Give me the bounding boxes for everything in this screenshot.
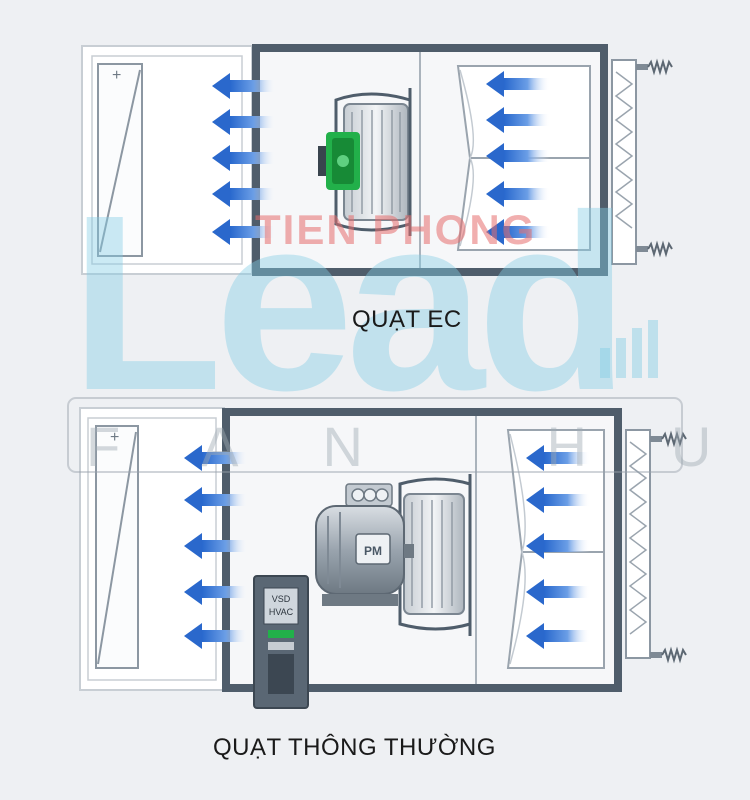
coil-plus-sign: + bbox=[110, 429, 119, 446]
vsd-label: VSD bbox=[272, 594, 291, 604]
standard-fan-unit: + bbox=[79, 407, 687, 709]
watermark-frame bbox=[67, 397, 683, 473]
pm-label: PM bbox=[364, 544, 382, 558]
hvac-label: HVAC bbox=[269, 607, 294, 617]
standard-fan-impeller bbox=[398, 474, 472, 636]
ec-fan-caption: QUẠT EC bbox=[352, 306, 462, 333]
vsd-hvac-drive: VSD HVAC bbox=[253, 575, 309, 709]
ec-fan-unit: + bbox=[81, 44, 673, 276]
standard-fan-caption: QUẠT THÔNG THƯỜNG bbox=[213, 734, 496, 761]
pm-motor: PM bbox=[315, 483, 414, 606]
watermark-signal-bars bbox=[600, 320, 658, 378]
ec-motor bbox=[318, 132, 360, 190]
coil-plus-sign: + bbox=[112, 67, 121, 84]
